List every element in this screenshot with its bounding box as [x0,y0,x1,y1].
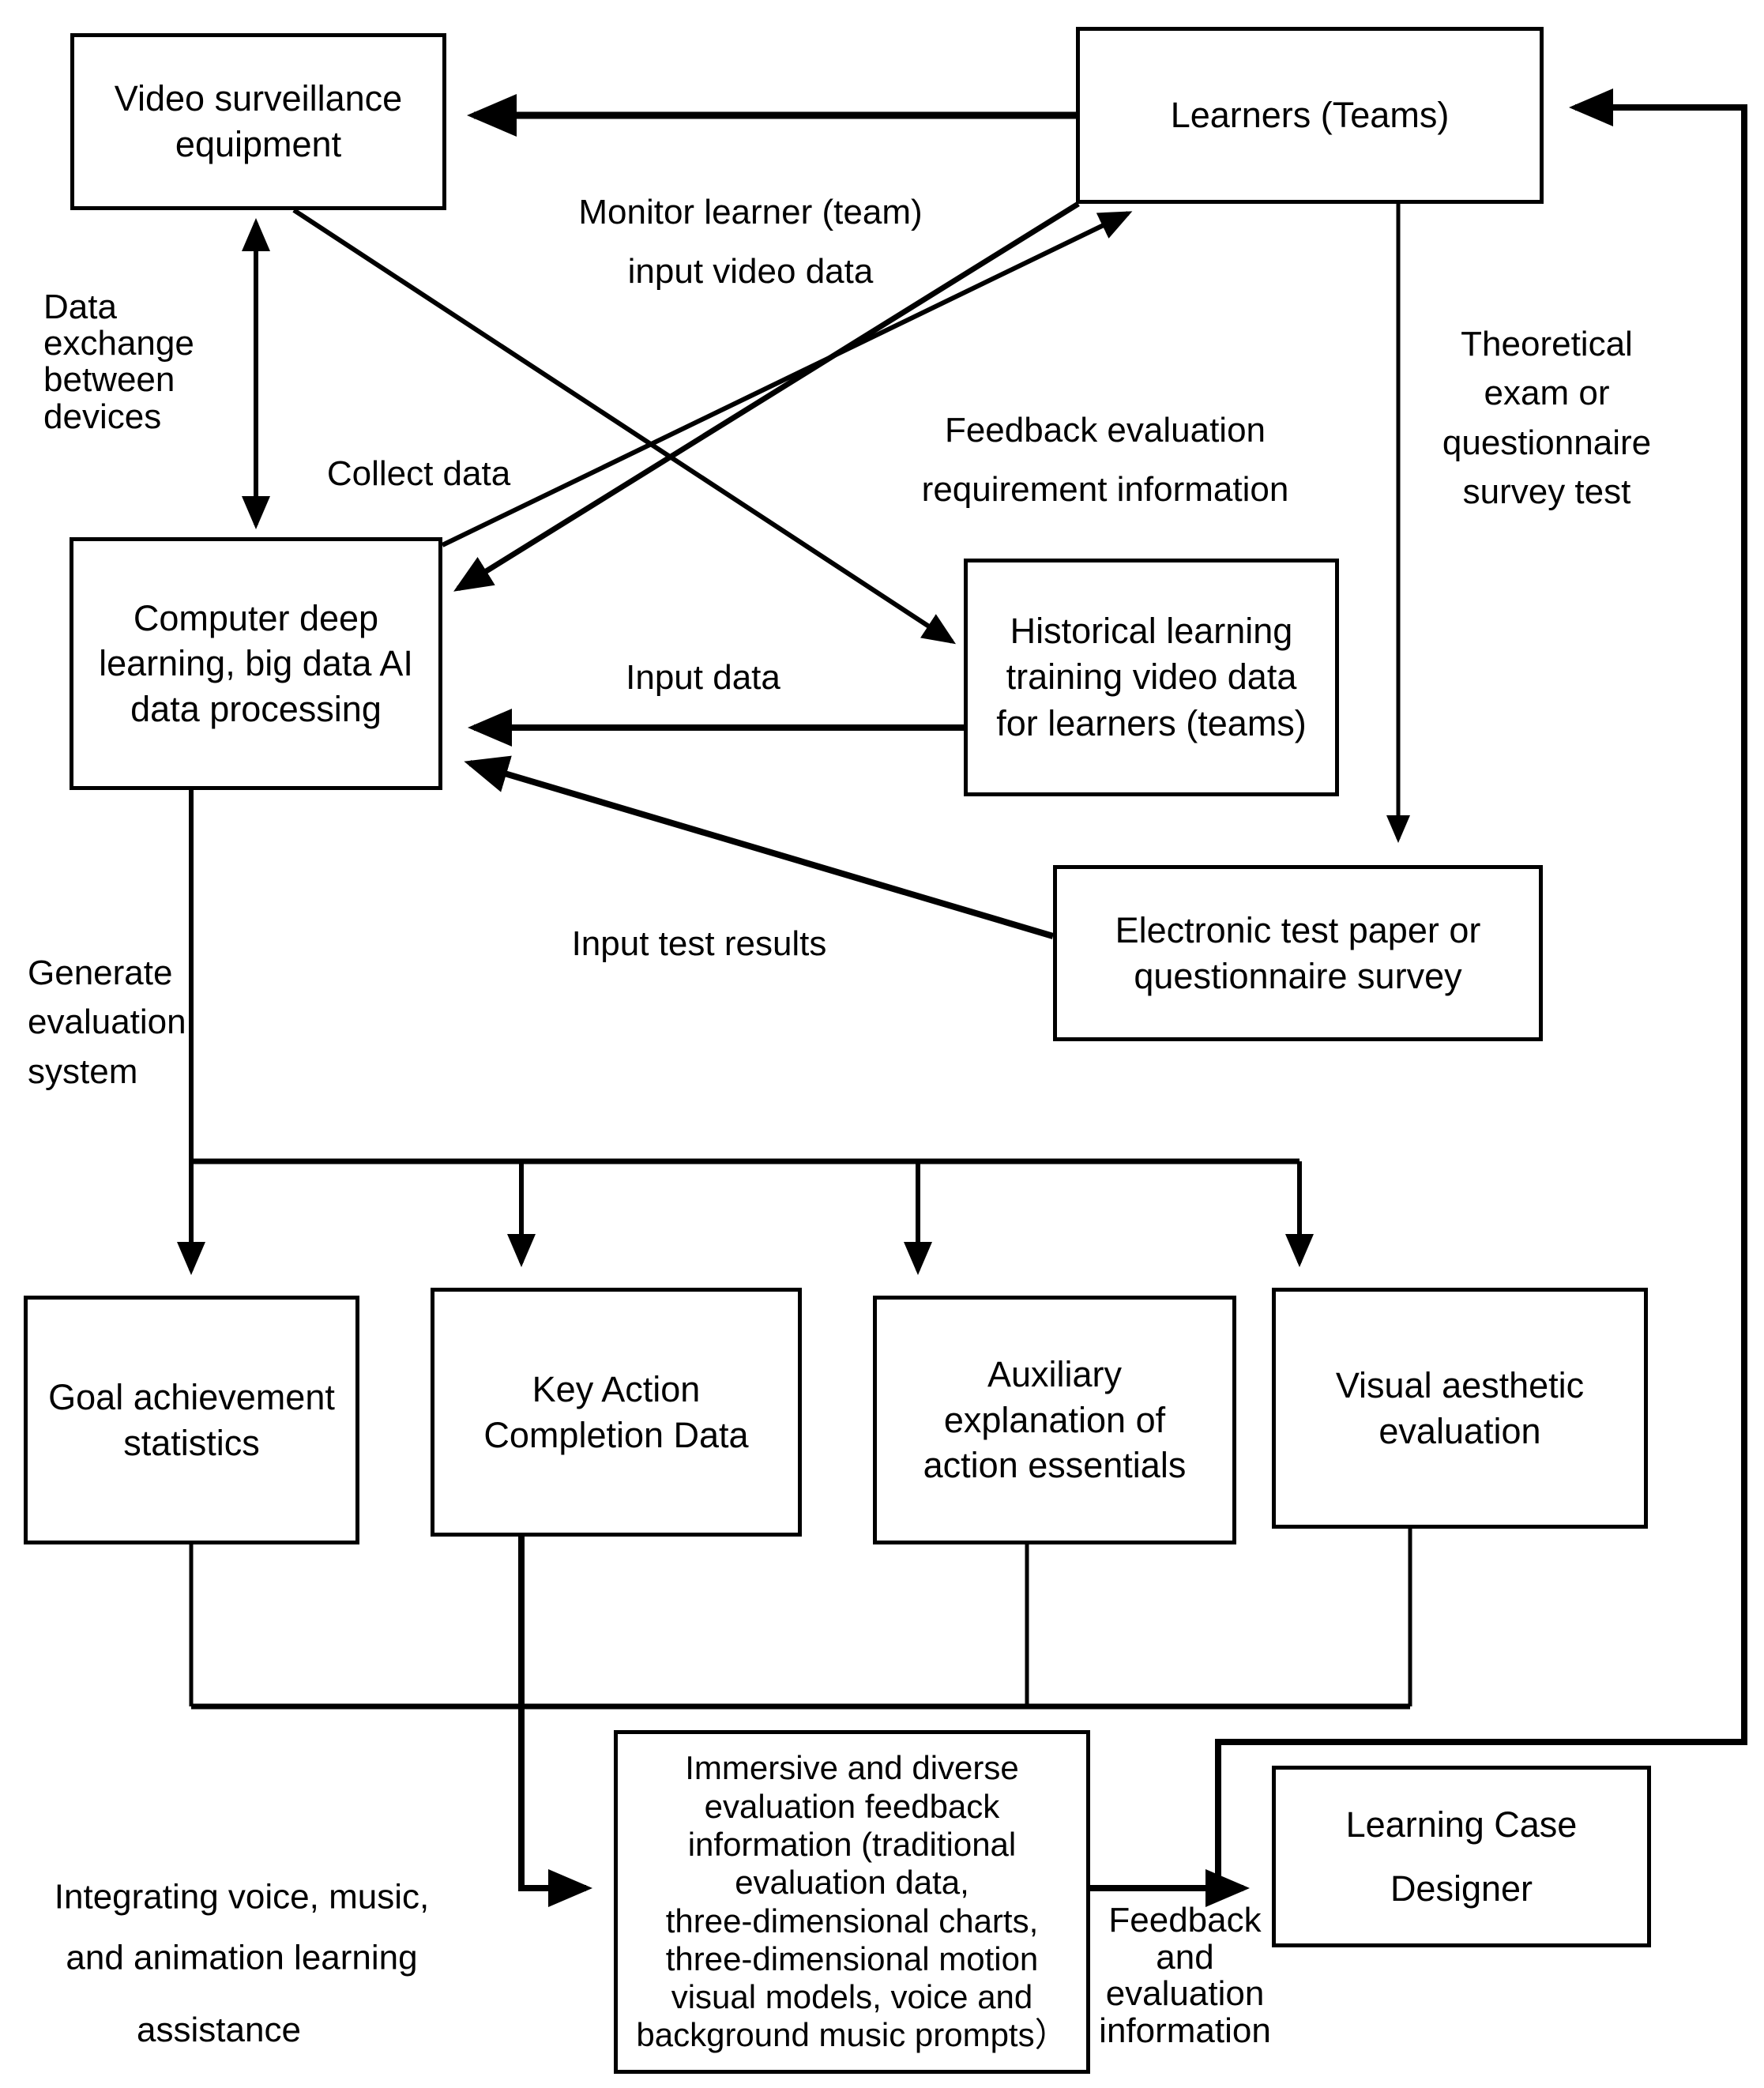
arrow-video-to-historical [292,208,957,645]
label-monitor-learner-input-video: Monitor learner (team) input video data [578,193,923,291]
label-input-data: Input data [626,658,780,698]
label-generate-evaluation-system: Generate evaluation system [28,954,186,1091]
label-integrating-voice-music-animation: Integrating voice, music, and animation … [54,1877,430,1977]
label-feedback-and-evaluation-information: Feedback and evaluation information [1099,1900,1271,2050]
box-historical-training-video: Historical learning training video data … [964,559,1339,796]
label-feedback-evaluation-requirement: Feedback evaluation requirement informat… [921,411,1289,509]
box-goal-achievement-statistics: Goal achievement statistics [24,1296,359,1544]
arrow-keyaction-to-immersive [518,1537,592,1907]
label-assistance: assistance [137,2011,301,2050]
box-auxiliary-explanation: Auxiliary explanation of action essentia… [873,1296,1236,1544]
box-video-surveillance-equipment: Video surveillance equipment [70,33,446,210]
label-theoretical-exam-survey-test: Theoretical exam or questionnaire survey… [1442,325,1652,512]
box-visual-aesthetic-evaluation: Visual aesthetic evaluation [1272,1288,1648,1529]
box-learners-teams: Learners (Teams) [1076,27,1544,204]
arrow-electronic-to-computer [464,755,1055,939]
box-learning-case-designer: Learning Case Designer [1272,1766,1651,1947]
label-input-test-results: Input test results [571,924,827,964]
box-electronic-test-paper: Electronic test paper or questionnaire s… [1053,865,1543,1041]
arrow-computer-to-learners [441,211,1133,547]
arrow-feedback-to-learners [1215,88,1747,1888]
box-immersive-feedback-info: Immersive and diverse evaluation feedbac… [614,1730,1090,2074]
label-data-exchange-between-devices: Data exchange between devices [43,288,194,436]
box-computer-deep-learning: Computer deep learning, big data AI data… [70,537,442,790]
box-key-action-completion-data: Key Action Completion Data [431,1288,802,1537]
label-collect-data: Collect data [326,454,511,494]
arrow-learners-to-computer [453,201,1080,592]
